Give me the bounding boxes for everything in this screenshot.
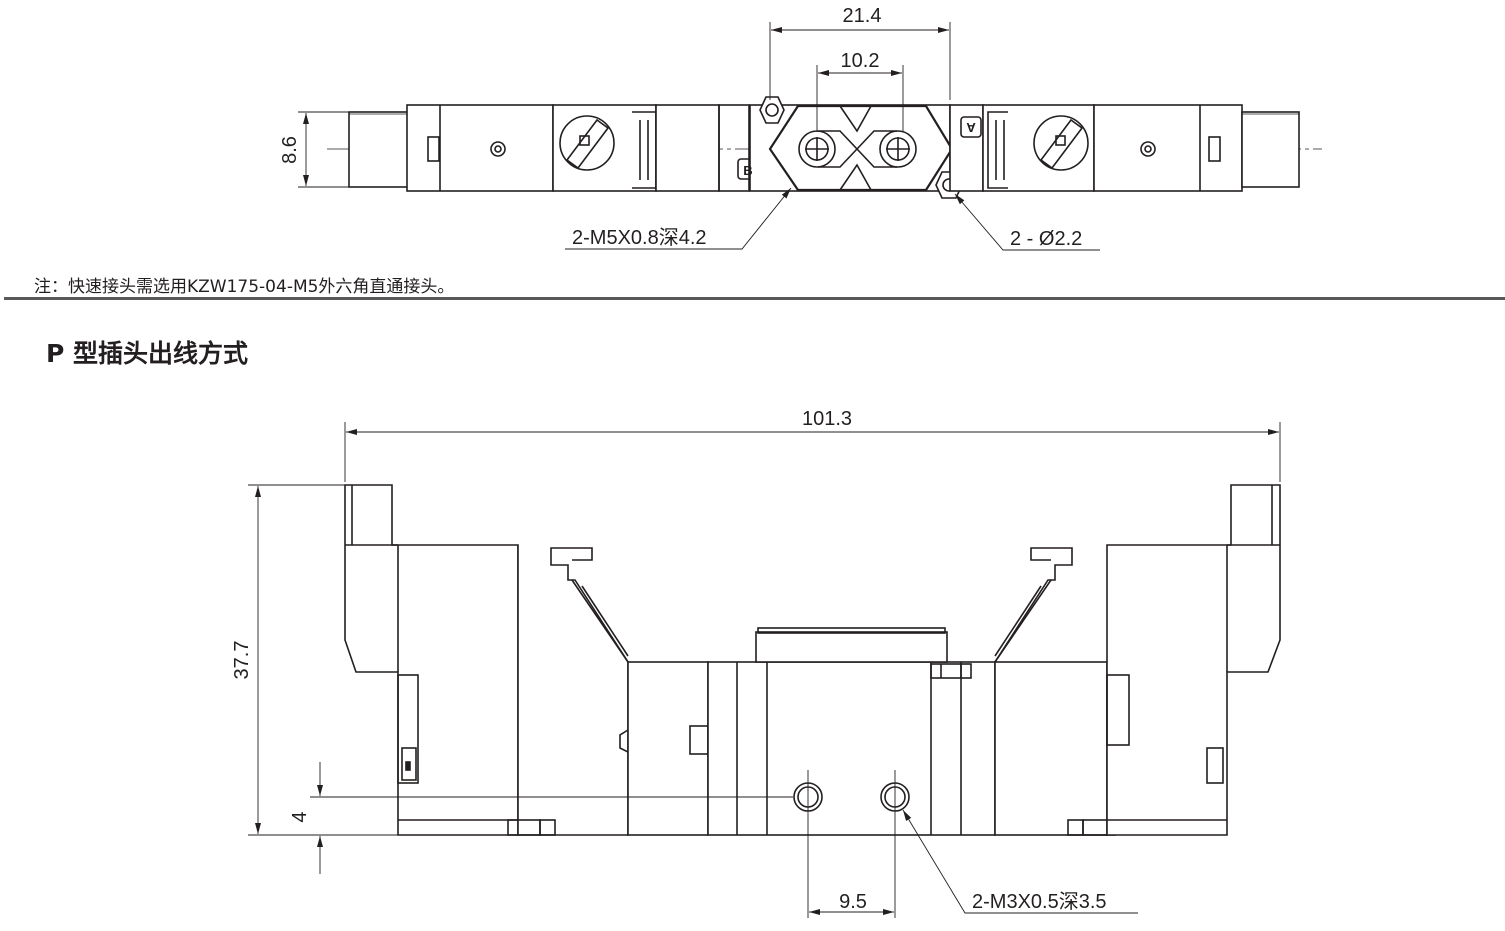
label-101-3: 101.3 [802, 408, 852, 430]
leader-holes [954, 193, 1100, 251]
valve-center-block [707, 661, 996, 836]
front-view [248, 422, 1281, 918]
label-10-2: 10.2 [841, 50, 880, 72]
left-coil [406, 104, 554, 192]
right-plug-terminal [1106, 674, 1130, 746]
marker-a-box [960, 116, 982, 138]
label-21-4: 21.4 [843, 5, 882, 27]
label-holes-callout: 2 - Ø2.2 [1010, 228, 1082, 250]
left-override-knob-icon [559, 115, 615, 171]
valve-top-plate [755, 631, 948, 663]
marker-b: B [743, 163, 752, 178]
right-slot [1208, 136, 1221, 162]
front-view-labels: 101.3 37.7 4 9.5 2-M3X0.5深3.5 [231, 408, 1107, 913]
top-view [298, 22, 1322, 251]
installation-note: 注：快速接头需选用KZW175-04-M5外六角直通接头。 [34, 277, 455, 297]
section-title: P 型插头出线方式 [46, 339, 249, 368]
left-plug-terminal [397, 674, 419, 784]
right-screw-icon [1140, 141, 1156, 157]
marker-a: A [966, 120, 976, 135]
left-screw-icon [490, 141, 506, 157]
label-front-ports-callout: 2-M3X0.5深3.5 [972, 890, 1107, 913]
left-override-ramp [517, 545, 629, 836]
left-override [552, 104, 657, 192]
left-connector [348, 111, 409, 188]
left-slot [427, 136, 440, 162]
label-8-6: 8.6 [279, 136, 301, 164]
right-plug-outline [1106, 484, 1281, 836]
label-ports-callout: 2-M5X0.8深4.2 [572, 226, 707, 249]
label-37-7: 37.7 [231, 641, 253, 680]
top-view-labels: 21.4 10.2 8.6 2-M5X0.8深4.2 2 - Ø2.2 A B [279, 5, 1082, 250]
valve-left-block [627, 661, 709, 836]
leader-front-ports [902, 809, 1138, 914]
right-connector [1241, 111, 1300, 188]
right-override-knob-icon [1033, 115, 1089, 171]
label-4: 4 [289, 811, 311, 822]
section-separator [4, 297, 1505, 300]
leader-ports [565, 187, 792, 250]
mount-bolt-head [930, 663, 972, 679]
mount-nut-top-icon [759, 96, 785, 124]
left-plug-outline [344, 484, 519, 836]
label-9-5: 9.5 [839, 891, 867, 913]
right-override [982, 104, 1095, 192]
port-2-icon [879, 130, 917, 168]
